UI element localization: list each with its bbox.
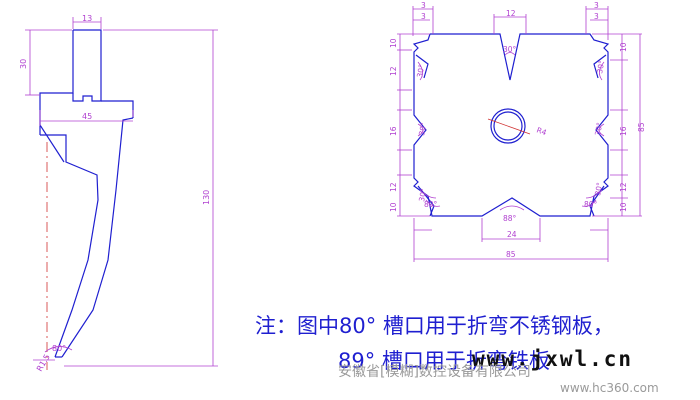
die-outline bbox=[412, 33, 610, 217]
watermark-url: www.hc360.com bbox=[560, 381, 659, 395]
dim-right-seg-4: 10 bbox=[619, 202, 628, 212]
dim-tip-radius: R1.5 bbox=[35, 353, 52, 373]
dim-side-angle-l1: 30° bbox=[415, 63, 426, 78]
note-line-1: 注：图中80° 槽口用于折弯不锈钢板， bbox=[255, 314, 614, 338]
dim-top-notch-width: 12 bbox=[506, 9, 516, 18]
dim-left-seg-1: 12 bbox=[389, 66, 398, 76]
dim-bottom-notch-width: 24 bbox=[507, 230, 517, 239]
dim-total-height: 130 bbox=[202, 190, 211, 205]
die-dimensions bbox=[397, 6, 642, 262]
dim-corner-tr-a: 3 bbox=[594, 1, 599, 10]
dim-side-angle-l2: 30° bbox=[417, 121, 428, 136]
dim-left-seg-2: 16 bbox=[389, 126, 398, 136]
dim-right-seg-1: 10 bbox=[619, 42, 628, 52]
watermark-company: 安徽省[模糊]数控设备有限公司 bbox=[338, 364, 531, 380]
dim-top-notch-angle: 30° bbox=[503, 45, 517, 54]
note-line-2: 89° 槽口用于折弯铁板 bbox=[338, 349, 550, 373]
die-centerline bbox=[487, 118, 531, 135]
dim-corner-tl-a: 3 bbox=[421, 1, 426, 10]
dim-tip-width: 13 bbox=[82, 14, 92, 23]
dim-corner-tl-b: 3 bbox=[421, 12, 426, 21]
dim-corner-angle-bl: 80° bbox=[424, 200, 438, 209]
dim-overall-width: 85 bbox=[506, 250, 516, 259]
dim-tip-angle: 80° bbox=[52, 344, 66, 353]
dim-center-radius: R4 bbox=[535, 125, 548, 137]
die-dim-labels: 12 30° 3 3 3 3 10 12 16 12 10 10 16 12 1… bbox=[389, 1, 646, 259]
dim-left-seg-3: 12 bbox=[389, 182, 398, 192]
dim-corner-tr-b: 3 bbox=[594, 12, 599, 21]
dim-side-angle-r3: 30° bbox=[593, 181, 604, 196]
dim-side-angle-r1: 30° bbox=[595, 59, 606, 74]
punch-dimensions bbox=[25, 17, 218, 367]
dim-corner-angle-br: 80° bbox=[584, 200, 598, 209]
dim-shoulder-width: 45 bbox=[82, 112, 92, 121]
punch-outline bbox=[39, 29, 134, 358]
watermark-site: www.jxwl.cn bbox=[472, 347, 634, 371]
dim-bottom-notch-angle: 88° bbox=[503, 214, 517, 223]
dim-right-seg-3: 12 bbox=[619, 182, 628, 192]
dim-right-seg-2: 16 bbox=[619, 126, 628, 136]
dim-left-top: 10 bbox=[389, 38, 398, 48]
dim-overall-height: 85 bbox=[637, 122, 646, 132]
dim-shank-height: 30 bbox=[19, 59, 28, 69]
dim-left-seg-4: 10 bbox=[389, 202, 398, 212]
dim-side-angle-r2: 30° bbox=[593, 121, 604, 136]
dim-side-angle-l3: 30° bbox=[417, 187, 428, 202]
